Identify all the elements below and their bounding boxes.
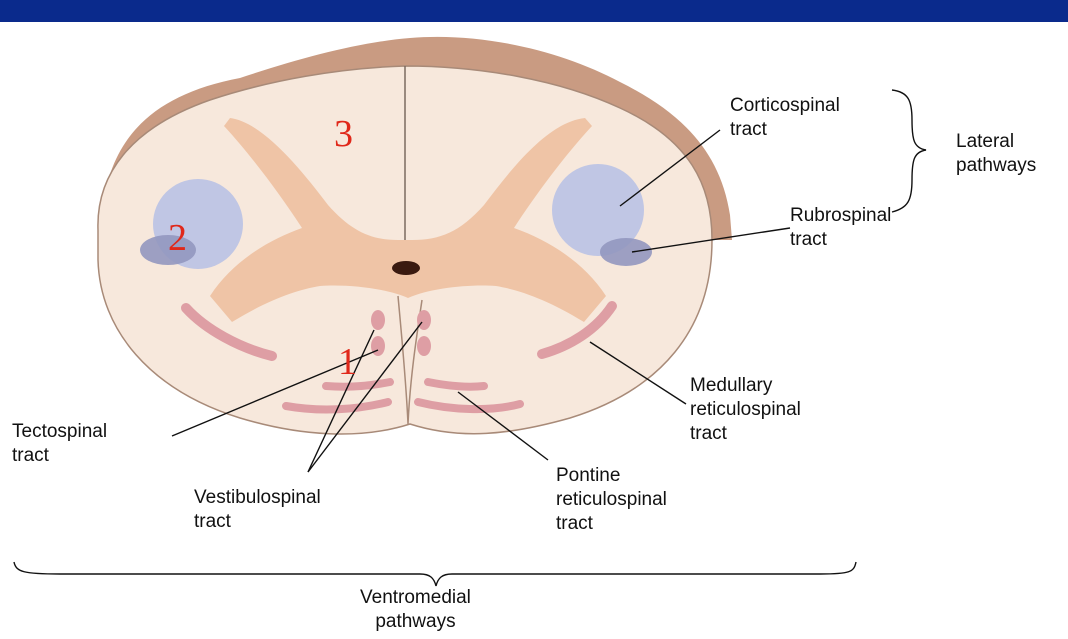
left-pontine-tract-1 <box>326 382 390 387</box>
vestibulospinal-label: Vestibulospinal tract <box>194 486 321 534</box>
mark-1: 1 <box>338 342 357 382</box>
right-pontine-tract-1 <box>428 382 484 387</box>
rubrospinal-label: Rubrospinal tract <box>790 204 891 252</box>
medullary-label: Medullary reticulospinal tract <box>690 374 801 446</box>
right-tract-middle <box>417 336 431 356</box>
lateral-pathways-brace <box>892 90 926 212</box>
ventromedial-label: Ventromedial pathways <box>360 586 471 634</box>
mark-2: 2 <box>168 218 187 258</box>
ventromedial-pathways-brace <box>14 562 856 586</box>
mark-3: 3 <box>334 114 353 154</box>
left-tract-upper <box>371 310 385 330</box>
tectospinal-label: Tectospinal tract <box>12 420 107 468</box>
right-tract-upper <box>417 310 431 330</box>
pontine-label: Pontine reticulospinal tract <box>556 464 667 536</box>
left-tract-middle <box>371 336 385 356</box>
corticospinal-label: Corticospinal tract <box>730 94 840 142</box>
right-rubrospinal-tract <box>600 238 652 266</box>
lateral-pathways-label: Lateral pathways <box>956 130 1036 178</box>
central-canal <box>392 261 420 275</box>
